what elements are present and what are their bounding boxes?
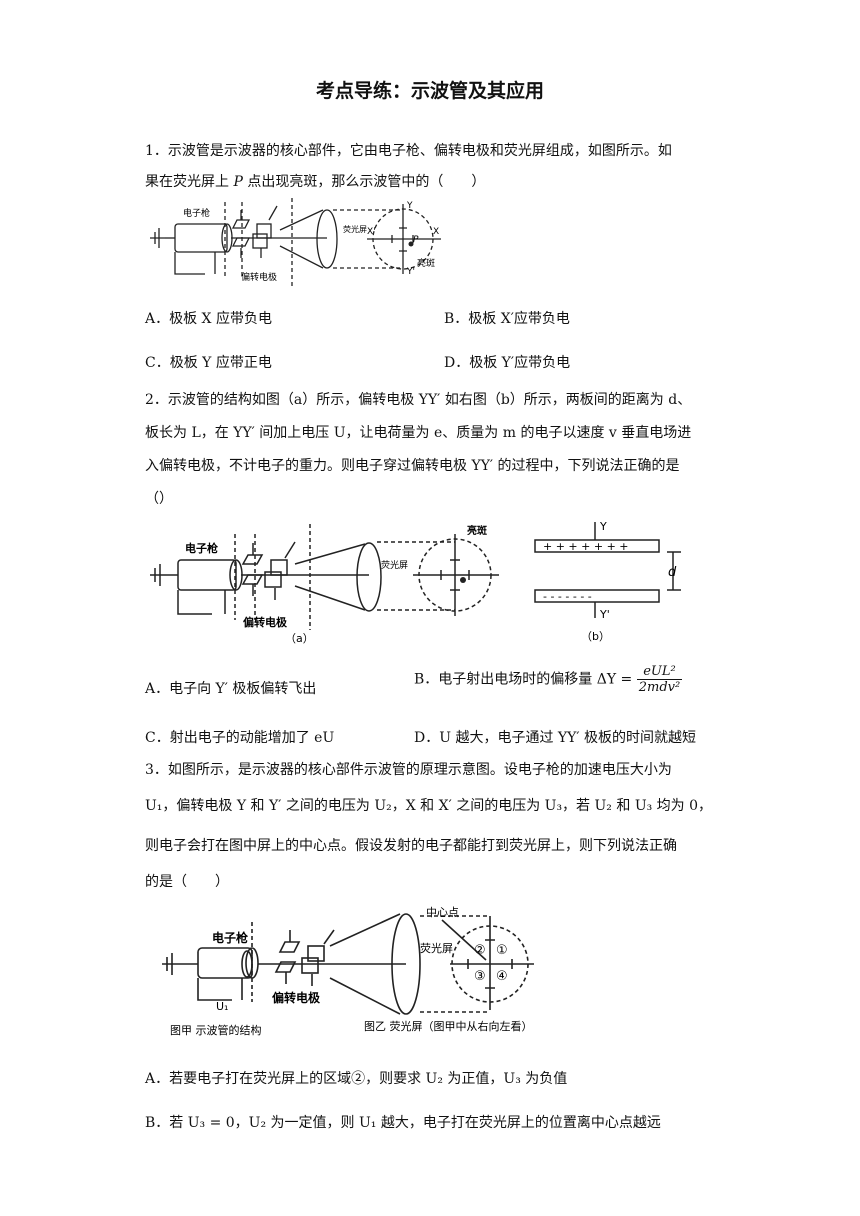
svg-text:电子枪: 电子枪	[185, 541, 218, 555]
svg-text:图乙 荧光屏（图甲中从右向左看）: 图乙 荧光屏（图甲中从右向左看）	[364, 1019, 533, 1033]
q2-figure-a: 电子枪 偏转电极 荧光屏 亮斑 （a）	[150, 524, 499, 644]
svg-text:X: X	[433, 227, 439, 237]
svg-text:Y': Y'	[599, 608, 610, 621]
svg-text:Y': Y'	[406, 267, 415, 277]
q1-line-2: 果在荧光屏上 P 点出现亮斑，那么示波管中的（ ）	[145, 174, 486, 190]
q2-option-d: D．U 越大，电子通过 YY′ 极板的时间就越短	[414, 730, 697, 746]
q3-line-1: 3．如图所示，是示波器的核心部件示波管的原理示意图。设电子枪的加速电压大小为	[145, 762, 672, 778]
q2-figure-b: + + + + + + + - - - - - - - d Y Y' （b）	[534, 520, 681, 643]
svg-text:X': X'	[367, 227, 376, 237]
svg-text:Y: Y	[599, 520, 607, 533]
q1-option-b: B．极板 X′应带负电	[444, 311, 570, 327]
svg-text:Y: Y	[406, 201, 413, 211]
svg-text:电子枪: 电子枪	[183, 207, 210, 219]
q2-option-c: C．射出电子的动能增加了 eU	[145, 730, 335, 746]
q2-option-a: A．电子向 Y′ 极板偏转飞出	[145, 681, 317, 697]
svg-text:图甲 示波管的结构: 图甲 示波管的结构	[170, 1023, 262, 1037]
svg-text:亮斑: 亮斑	[467, 524, 487, 537]
svg-text:偏转电极: 偏转电极	[272, 990, 321, 1005]
q3-figure-oscilloscope: 电子枪 偏转电极 荧光屏 中心点 U₁ ② ① ③ ④ 图甲 示波管的结构 图乙…	[162, 906, 534, 1037]
page-title: 考点导练：示波管及其应用	[315, 80, 544, 102]
svg-text:U₁: U₁	[216, 1000, 228, 1013]
q3-option-b: B．若 U₃ = 0，U₂ 为一定值，则 U₁ 越大，电子打在荧光屏上的位置离中…	[145, 1115, 661, 1131]
svg-text:④: ④	[496, 969, 508, 984]
q2-line-3: 入偏转电极，不计电子的重力。则电子穿过偏转电极 YY′ 的过程中，下列说法正确的…	[145, 458, 680, 474]
svg-text:中心点: 中心点	[426, 906, 459, 919]
svg-text:③: ③	[474, 969, 486, 984]
q2-line-1: 2．示波管的结构如图（a）所示，偏转电极 YY′ 如右图（b）所示，两板间的距离…	[145, 392, 692, 408]
q1-figure-oscilloscope-tube: 电子枪 偏转电极 荧光屏 亮斑 Y Y' X X' P	[150, 198, 441, 288]
svg-text:P: P	[413, 235, 419, 245]
svg-text:（a）: （a）	[285, 632, 314, 644]
svg-text:d: d	[668, 565, 677, 580]
svg-text:荧光屏: 荧光屏	[420, 941, 453, 955]
svg-text:偏转电极: 偏转电极	[243, 615, 288, 629]
q1-option-d: D．极板 Y′应带负电	[444, 355, 571, 371]
svg-text:①: ①	[496, 943, 508, 958]
svg-text:荧光屏: 荧光屏	[343, 224, 367, 234]
svg-text:亮斑: 亮斑	[417, 257, 435, 269]
q3-line-4: 的是（ ）	[145, 874, 229, 890]
q3-line-2: U₁，偏转电极 Y 和 Y′ 之间的电压为 U₂，X 和 X′ 之间的电压为 U…	[145, 798, 713, 814]
svg-text:- - - - - - -: - - - - - - -	[543, 590, 592, 603]
q3-option-a: A．若要电子打在荧光屏上的区域②，则要求 U₂ 为正值，U₃ 为负值	[145, 1071, 568, 1087]
svg-text:偏转电极: 偏转电极	[241, 271, 277, 283]
svg-text:+ + + + + + +: + + + + + + +	[543, 540, 629, 553]
q1-option-c: C．极板 Y 应带正电	[145, 355, 272, 371]
q3-line-3: 则电子会打在图中屏上的中心点。假设发射的电子都能打到荧光屏上，则下列说法正确	[145, 838, 677, 854]
svg-text:（b）: （b）	[581, 630, 610, 643]
q2-line-4: （）	[145, 491, 173, 507]
q1-line-1: 1．示波管是示波器的核心部件，它由电子枪、偏转电极和荧光屏组成，如图所示。如	[145, 143, 672, 159]
svg-text:电子枪: 电子枪	[212, 930, 248, 945]
q2-line-2: 板长为 L，在 YY′ 间加上电压 U，让电荷量为 e、质量为 m 的电子以速度…	[145, 425, 692, 441]
svg-text:②: ②	[474, 943, 486, 958]
q1-option-a: A．极板 X 应带负电	[145, 311, 272, 327]
svg-text:荧光屏: 荧光屏	[381, 559, 408, 571]
